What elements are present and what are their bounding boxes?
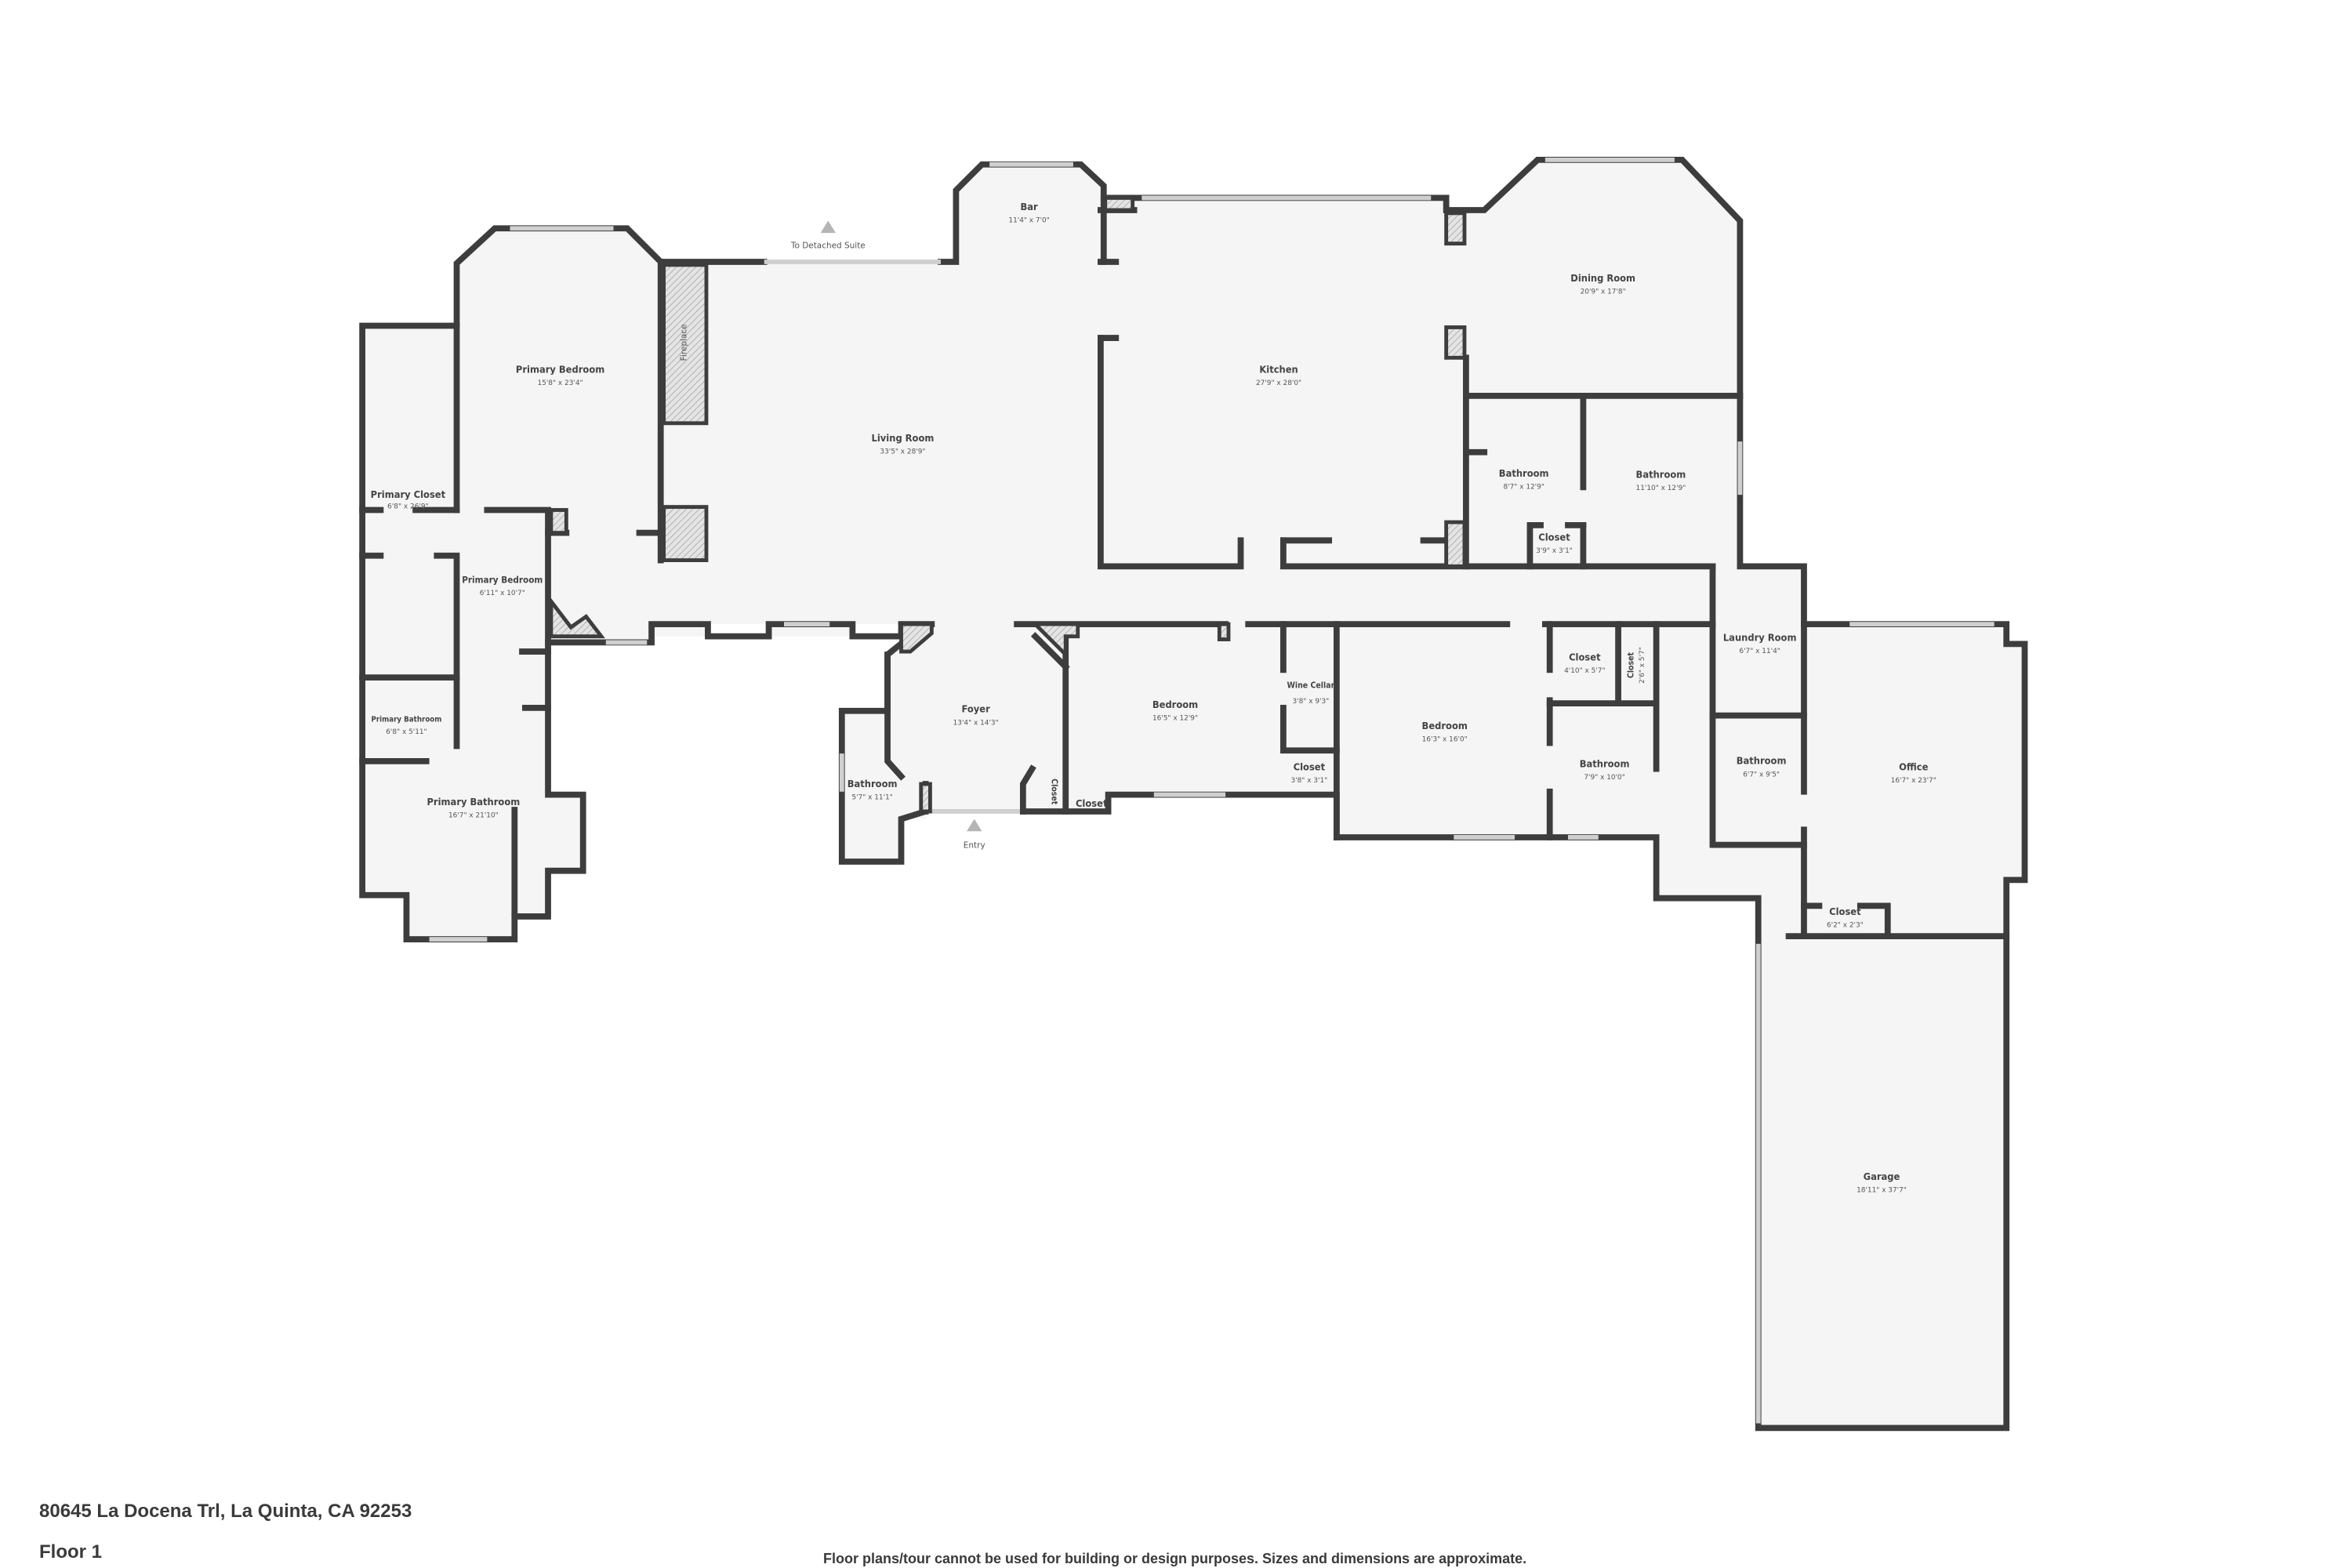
room-name: Garage [1864, 1171, 1900, 1183]
room-name: Laundry Room [1723, 632, 1797, 644]
room-dims: 16'7" x 21'10" [448, 812, 499, 820]
room-name: Bathroom [1580, 759, 1630, 771]
room-name: Primary Bathroom [371, 715, 441, 724]
room-dims: 15'8" x 23'4" [538, 379, 583, 387]
fireplace-label: Fireplace [680, 324, 689, 361]
room-dims: 3'9" x 3'1" [1536, 547, 1573, 555]
room-dims: 6'11" x 10'7" [480, 590, 525, 597]
room-name: Closet [1076, 798, 1108, 810]
room-dims: 8'7" x 12'9" [1503, 483, 1544, 491]
room-name: Wine Cellar [1287, 681, 1334, 691]
room-dims: 33'5" x 28'9" [880, 448, 925, 456]
room-name: Primary Bathroom [427, 797, 521, 808]
room-name: Office [1899, 762, 1928, 774]
room-name: Foyer [962, 704, 991, 716]
room-dims: 18'11" x 37'7" [1857, 1186, 1907, 1194]
room-dims: 5'7" x 11'1" [851, 793, 892, 801]
marker-entry: Entry [964, 818, 985, 851]
room-name: Bathroom [1636, 470, 1686, 481]
room-dims: 6'7" x 11'4" [1739, 648, 1780, 655]
room-name: Primary Closet [371, 489, 446, 501]
room-dims: 4'10" x 5'7" [1564, 667, 1605, 675]
room-dims: 7'9" x 10'0" [1584, 774, 1624, 782]
floor-label: Floor 1 [39, 1541, 103, 1563]
room-dims: 3'8" x 9'3" [1292, 698, 1329, 706]
room-name: Primary Bedroom [516, 365, 604, 376]
room-name: Bedroom [1422, 720, 1468, 732]
room-name: Closet [1294, 762, 1326, 774]
room-dims: 6'7" x 9'5" [1743, 771, 1780, 779]
room-dims: 16'3" x 16'0" [1422, 736, 1468, 744]
room-name: Closet [1538, 532, 1570, 543]
room-name: Dining Room [1570, 273, 1635, 285]
room-name: Bedroom [1152, 699, 1198, 711]
room-name: Bathroom [848, 779, 898, 790]
room-name: Closet [1050, 779, 1059, 805]
detached-suite-label: To Detached Suite [790, 241, 866, 251]
room-name: Closet [1626, 652, 1635, 678]
arrow-up-icon [820, 220, 837, 234]
room-dims: 20'9" x 17'8" [1581, 289, 1626, 296]
room-dims: 13'4" x 14'3" [953, 719, 999, 727]
room-dims: 27'9" x 28'0" [1256, 379, 1301, 387]
room-name: Living Room [872, 433, 935, 445]
room-name: Kitchen [1259, 365, 1298, 376]
room-dims: 11'4" x 7'0" [1008, 216, 1049, 224]
room-dims: 11'10" x 12'9" [1636, 485, 1686, 492]
windows [429, 157, 1994, 1424]
room-dims: 6'2" x 2'3" [1827, 922, 1864, 930]
arrow-up-icon [967, 818, 982, 832]
fireplaces-and-columns [549, 195, 1467, 814]
room-dims: 2'6" x 5'7" [1639, 647, 1646, 684]
disclaimer: Floor plans/tour cannot be used for buil… [823, 1551, 1527, 1566]
room-name: Bathroom [1499, 468, 1549, 480]
marker-detached-suite: To Detached Suite [790, 220, 866, 251]
entry-label: Entry [964, 841, 985, 851]
room-name: Closet [1569, 652, 1601, 664]
room-dims: 16'5" x 12'9" [1152, 714, 1198, 722]
room-dims: 16'7" x 23'7" [1891, 777, 1936, 785]
room-labels: Bar 11'4" x 7'0" Dining Room 20'9" x 17'… [371, 201, 1936, 1194]
room-name: Bathroom [1737, 756, 1787, 768]
room-name: Primary Bedroom [462, 575, 543, 586]
room-name: Closet [1829, 906, 1861, 918]
room-name: Bar [1021, 201, 1039, 213]
room-dims: 3'8" x 3'1" [1291, 777, 1328, 785]
property-address: 80645 La Docena Trl, La Quinta, CA 92253 [39, 1501, 412, 1522]
room-dims: 6'8" x 5'11" [386, 728, 426, 736]
room-dims: 6'8" x 26'9" [387, 503, 428, 511]
